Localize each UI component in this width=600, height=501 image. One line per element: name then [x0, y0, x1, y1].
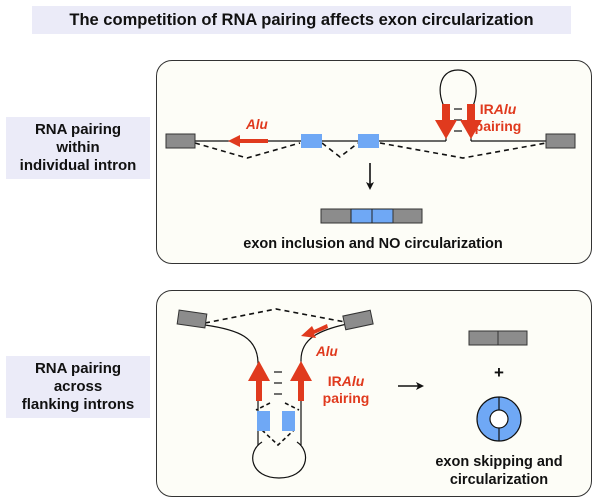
side-label-line: individual intron — [19, 157, 137, 174]
iralu-italic: Alu — [493, 101, 517, 117]
iralu-arrow-right — [290, 361, 312, 401]
plus-sign: + — [494, 363, 504, 382]
intron-line-left — [204, 324, 259, 445]
panel-within-intron — [156, 60, 592, 264]
splice-dashed-line — [379, 142, 547, 159]
pairing-label: pairing — [323, 390, 370, 406]
product-exon-blue-2 — [371, 208, 394, 224]
iralu-label: IRAlu — [480, 101, 517, 117]
alu-label: Alu — [245, 117, 269, 132]
panel1-diagram: Alu IRAlu pairing exon inclusion and NO … — [165, 69, 576, 252]
flanking-exon-left — [165, 133, 196, 149]
circle-exon-2 — [358, 134, 379, 148]
outcome-text: exon inclusion and NO circularization — [243, 236, 502, 252]
product-exon-gray-left — [320, 208, 352, 224]
hairpin-loop — [439, 69, 477, 141]
circle-exon-1 — [301, 134, 322, 148]
alu-arrow — [301, 324, 328, 338]
panel2-diagram: + Alu IRAlu pairing exon skipping and ci… — [176, 308, 563, 488]
splice-dashed-line — [204, 308, 346, 324]
intron-line-right — [300, 323, 348, 445]
splice-dashed-line — [194, 142, 301, 159]
product-exon-gray-right — [497, 330, 528, 346]
side-label-line: across — [53, 378, 103, 395]
circular-rna-hole — [489, 409, 509, 429]
splice-dashed-line — [261, 429, 295, 447]
figure-title: The competition of RNA pairing affects e… — [32, 6, 571, 34]
splice-dashed-line — [284, 402, 300, 411]
side-label-line: RNA pairing — [34, 121, 122, 138]
flanking-exon-left — [176, 309, 208, 329]
alu-label: Alu — [315, 344, 339, 359]
product-exon-blue-1 — [350, 208, 373, 224]
pairing-label: pairing — [475, 118, 522, 134]
circle-exon-2 — [282, 411, 295, 431]
alu-arrow — [228, 135, 268, 147]
side-label-line: RNA pairing — [34, 360, 122, 377]
splice-dashed-line — [255, 402, 271, 411]
splice-dashed-line — [321, 142, 359, 159]
intron-loop — [252, 441, 307, 479]
outcome-text-line2: circularization — [450, 472, 548, 488]
flanking-exon-right — [342, 309, 374, 331]
iralu-arrow-left — [248, 361, 270, 401]
iralu-arrow-left — [435, 104, 457, 139]
product-exon-gray-left — [468, 330, 499, 346]
side-label-line: within — [56, 139, 100, 156]
outcome-text-line1: exon skipping and — [435, 454, 562, 470]
iralu-prefix: IR — [480, 101, 494, 117]
iralu-arrow-right — [460, 104, 482, 139]
product-exon-gray-right — [392, 208, 423, 224]
iralu-label: IRAlu — [328, 373, 365, 389]
iralu-italic: Alu — [341, 373, 365, 389]
panel-across-introns — [156, 290, 592, 497]
side-label-across-introns: RNA pairing across flanking introns — [6, 356, 150, 418]
side-label-within-intron: RNA pairing within individual intron — [6, 117, 150, 179]
flanking-exon-right — [545, 133, 576, 149]
side-label-line: flanking introns — [21, 396, 135, 413]
iralu-prefix: IR — [328, 373, 342, 389]
circle-exon-1 — [257, 411, 270, 431]
